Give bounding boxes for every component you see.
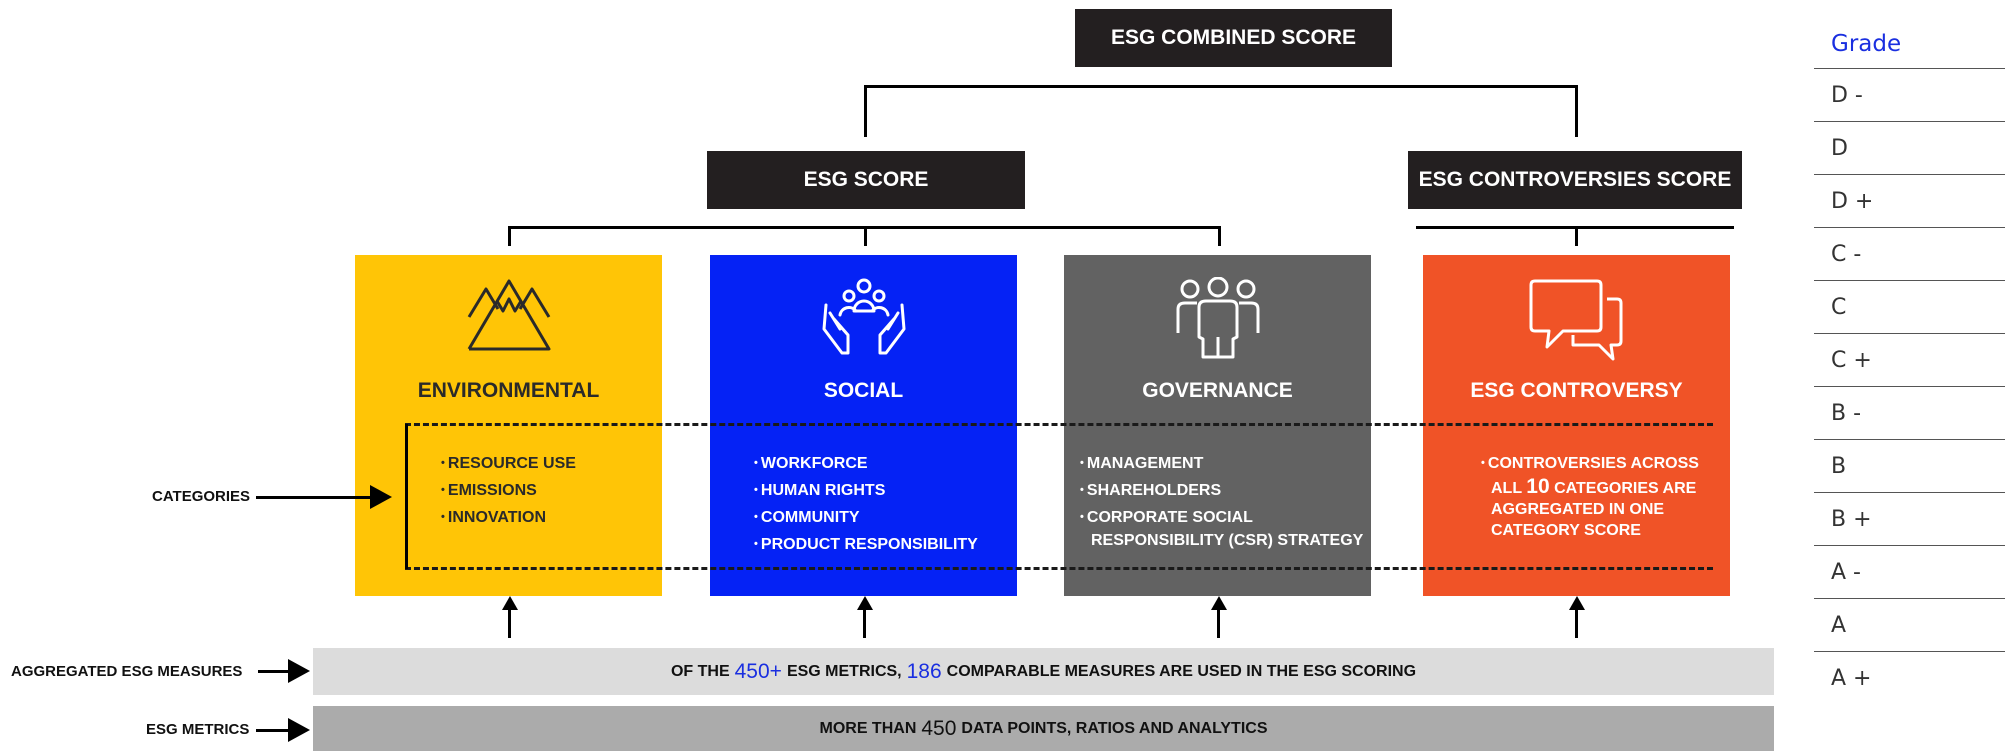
controversy-line: ALL [1491,480,1522,497]
list-item: CORPORATE SOCIAL RESPONSIBILITY (CSR) ST… [1080,507,1363,551]
categories-dashed-top [405,423,1713,426]
list-item-text: CORPORATE SOCIAL [1086,509,1253,526]
categories-bracket [405,424,408,569]
controversy-line: AGGREGATED IN ONE [1491,501,1665,518]
connector-line [864,85,867,137]
controversy-number: 10 [1526,475,1550,498]
controversy-description: • CONTROVERSIES ACROSS ALL 10 CATEGORIES… [1481,455,1699,539]
list-item: HUMAN RIGHTS [754,478,978,505]
up-arrow-head [1211,596,1227,610]
up-arrow-head [1569,596,1585,610]
connector-line [1218,226,1221,246]
esg-score-box: ESG SCORE [707,151,1025,209]
grade-row: D + [1814,175,2005,228]
list-item: MANAGEMENT [1080,451,1363,478]
band-text: ESG METRICS, [786,662,902,680]
band-text: COMPARABLE MEASURES ARE USED IN THE ESG … [946,662,1417,680]
aggregated-measures-label: AGGREGATED ESG MEASURES [11,663,243,680]
list-item: INNOVATION [441,505,576,532]
grade-row: C [1814,281,2005,334]
band-number: 450+ [734,659,782,683]
band-text: OF THE [670,662,730,680]
list-item: WORKFORCE [754,451,978,478]
pillar-title: ESG CONTROVERSY [1470,379,1683,402]
list-item: COMMUNITY [754,505,978,532]
grade-row: A - [1814,546,2005,599]
up-arrow-head [502,596,518,610]
band-text: DATA POINTS, RATIOS AND ANALYTICS [961,719,1268,737]
grade-row: D - [1814,69,2005,122]
categories-arrow [256,496,372,499]
pillar-title: ENVIRONMENTAL [417,379,600,402]
band-text: MORE THAN [819,719,917,737]
grade-row: B [1814,440,2005,493]
grade-row: B - [1814,387,2005,440]
categories-dashed-bottom [405,567,1713,570]
up-arrow [863,608,866,638]
grade-row: A [1814,599,2005,652]
aggregated-arrow-head [288,659,310,683]
list-item: RESOURCE USE [441,451,576,478]
grade-row: C - [1814,228,2005,281]
speech-bubbles-icon [1529,279,1622,361]
band-number: 186 [906,659,942,683]
connector-line [864,85,1578,88]
connector-line [864,226,867,246]
grade-header: Grade [1814,20,2005,69]
connector-line [1575,226,1578,246]
aggregated-measures-band: OF THE 450+ ESG METRICS, 186 COMPARABLE … [313,648,1774,695]
grade-row: C + [1814,334,2005,387]
aggregated-arrow [258,670,290,673]
category-list: RESOURCE USE EMISSIONS INNOVATION [441,451,576,532]
categories-arrow-head [370,485,392,509]
up-arrow [1217,608,1220,638]
grade-row: A + [1831,665,1872,691]
up-arrow [1575,608,1578,638]
community-hands-icon [822,278,905,355]
list-item: EMISSIONS [441,478,576,505]
connector-line [1575,85,1578,137]
up-arrow [508,608,511,638]
esg-combined-score-box: ESG COMBINED SCORE [1075,9,1392,67]
esg-metrics-band: MORE THAN 450 DATA POINTS, RATIOS AND AN… [313,706,1774,751]
metrics-arrow-head [288,718,310,742]
connector-line [508,226,511,246]
grade-row: B + [1814,493,2005,546]
controversy-line: CATEGORY SCORE [1491,522,1641,539]
grade-row: D [1814,122,2005,175]
controversy-line: CONTROVERSIES ACROSS [1487,455,1699,472]
list-item: SHAREHOLDERS [1080,478,1363,505]
mountain-icon [467,279,550,351]
people-group-icon [1176,277,1259,359]
list-item-text: RESPONSIBILITY (CSR) STRATEGY [1091,532,1364,549]
esg-controversies-score-box: ESG CONTROVERSIES SCORE [1408,151,1742,209]
metrics-arrow [256,729,290,732]
categories-label: CATEGORIES [152,488,251,505]
esg-metrics-label: ESG METRICS [146,721,250,738]
category-list: WORKFORCE HUMAN RIGHTS COMMUNITY PRODUCT… [754,451,978,559]
grade-table: Grade D - D D + C - C C + B - B B + A - … [1814,20,2005,704]
pillar-title: GOVERNANCE [1142,379,1293,402]
band-number: 450 [921,716,957,740]
up-arrow-head [857,596,873,610]
pillar-title: SOCIAL [823,379,904,402]
category-list: MANAGEMENT SHAREHOLDERS CORPORATE SOCIAL… [1080,451,1363,551]
list-item: PRODUCT RESPONSIBILITY [754,532,978,559]
controversy-line: CATEGORIES ARE [1554,480,1697,497]
